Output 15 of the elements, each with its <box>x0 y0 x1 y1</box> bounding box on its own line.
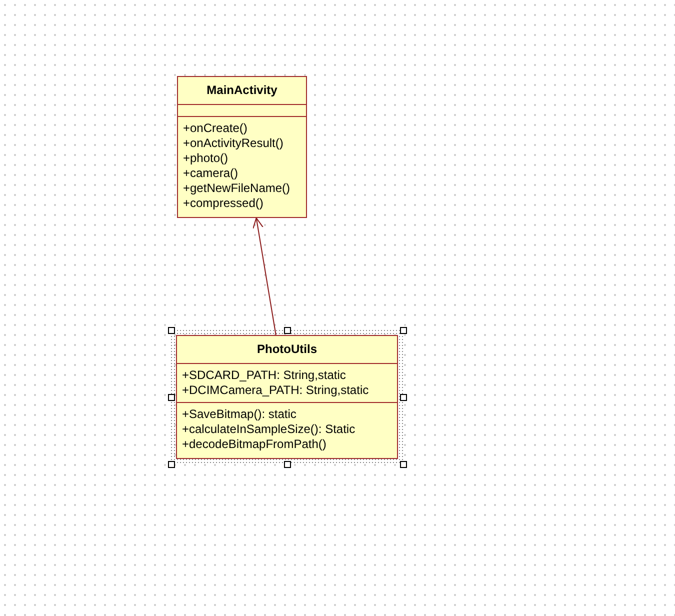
class-box <box>177 76 307 218</box>
class-name: MainActivity <box>206 83 278 98</box>
method-text: +SaveBitmap(): static <box>182 407 298 422</box>
method-text: +photo() <box>183 151 230 166</box>
method-text: +getNewFileName() <box>183 181 292 196</box>
method-text: +decodeBitmapFromPath() <box>182 437 328 452</box>
method-text: +camera() <box>183 166 240 181</box>
class-box <box>176 335 398 459</box>
method-text: +onCreate() <box>183 121 248 136</box>
method-text: +compressed() <box>183 196 264 211</box>
attribute-text: +DCIMCamera_PATH: String,static <box>182 383 370 398</box>
class-name: PhotoUtils <box>257 342 317 357</box>
attribute-text: +SDCARD_PATH: String,static <box>182 368 347 383</box>
method-text: +calculateInSampleSize(): Static <box>182 422 356 437</box>
method-text: +onActivityResult() <box>183 136 284 151</box>
